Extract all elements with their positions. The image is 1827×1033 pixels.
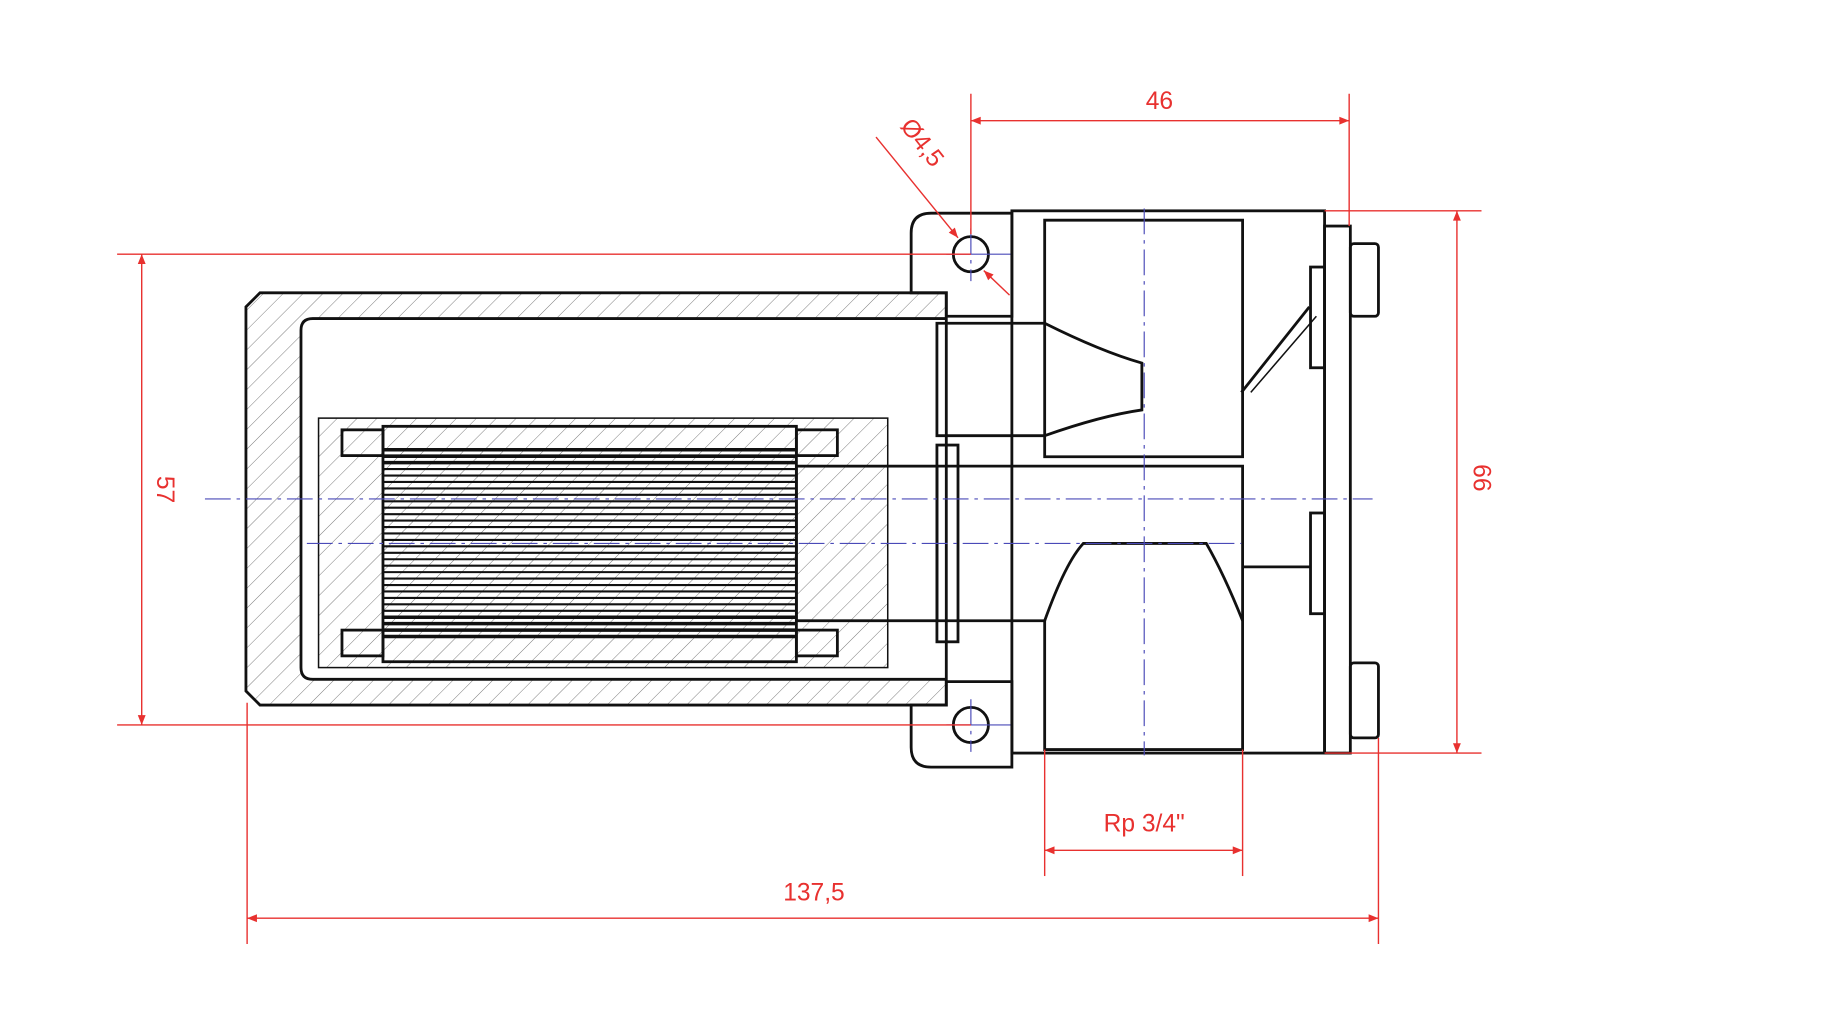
filter-pleats [382, 447, 797, 639]
dimension-label-46: 46 [1146, 88, 1173, 115]
dimension-46: 46 [970, 88, 1350, 235]
dimension-label-66: 66 [1467, 464, 1494, 491]
dimension-57: 57 [117, 253, 971, 726]
dimension-thread: Rp 3/4" [1043, 749, 1244, 877]
centerlines [204, 208, 1373, 756]
dimension-hole-diameter: Ø4,5 [875, 114, 1011, 296]
valve-body [935, 209, 1326, 755]
dimension-label-thread: Rp 3/4" [1104, 811, 1185, 838]
dimension-137-5: 137,5 [246, 702, 1380, 944]
dimension-66: 66 [1324, 210, 1494, 754]
end-cap [1323, 224, 1380, 755]
dimension-label-overall-length: 137,5 [783, 880, 845, 907]
dimension-label-57: 57 [151, 476, 178, 503]
dimension-label-hole-diameter: Ø4,5 [895, 114, 949, 173]
